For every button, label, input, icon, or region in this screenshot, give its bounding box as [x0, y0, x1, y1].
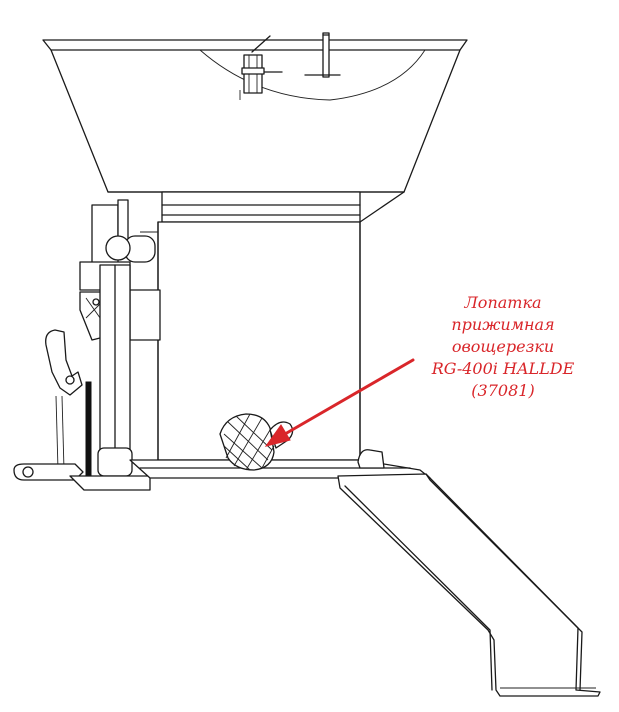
pressure-paddle: [219, 413, 294, 471]
lid-pin: [304, 32, 341, 78]
callout-line-5: (37081): [471, 381, 535, 400]
part-callout: Лопатка прижимная овощерезки RG-400i HAL…: [418, 292, 588, 402]
callout-line-2: прижимная: [451, 315, 555, 334]
neck: [161, 191, 405, 223]
left-mechanism: [79, 199, 161, 466]
callout-line-1: Лопатка: [464, 293, 542, 312]
clamp-handle: [45, 329, 83, 471]
callout-line-4: RG-400i HALLDE: [431, 359, 575, 378]
feed-shaft: [241, 35, 283, 94]
callout-arrow: [264, 358, 415, 447]
outlet-lip: [357, 449, 385, 469]
discharge-chute: [337, 473, 601, 697]
guide-rod: [85, 381, 92, 483]
callout-line-3: овощерезки: [451, 337, 555, 356]
base: [13, 447, 431, 491]
